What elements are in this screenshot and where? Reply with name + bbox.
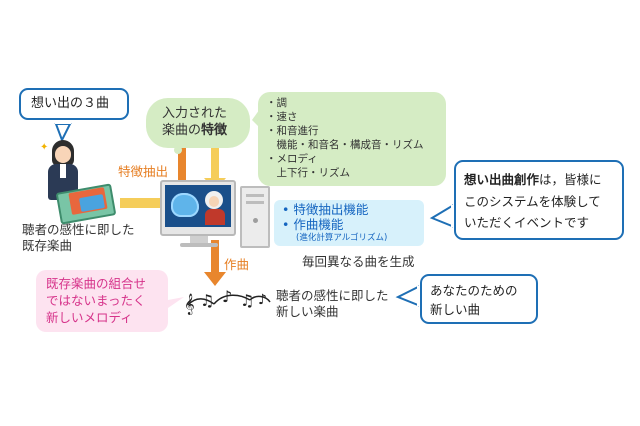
event-bold: 想い出曲創作 [464,172,540,187]
svg-text:♪: ♪ [222,287,232,306]
event-line1-rest: は，皆様に [539,172,602,187]
svg-text:𝄞: 𝄞 [184,294,195,315]
output-label-line2: 新しい楽曲 [276,304,339,319]
event-callout-tail-mask [451,205,456,227]
event-line3: いただくイベントです [464,215,590,230]
composer-face [209,196,219,207]
svg-text:♪: ♪ [258,292,267,308]
output-label-line1: 聴者の感性に即した [276,288,389,303]
feature-item: ・和音進行 [266,125,319,137]
three-songs-text: 想い出の３曲 [31,96,110,111]
feature-item: ・メロディ [266,153,318,165]
listener-illustration: ✦ [40,138,122,225]
three-songs-callout: 想い出の３曲 [19,88,129,120]
compose-arrow [204,240,226,286]
shirt-shape [60,164,66,178]
function-label: 特徴抽出機能 [293,202,369,217]
pink-box-tail [168,297,184,308]
monitor-stand [190,236,208,244]
feature-item: ・調 [266,97,287,109]
function-label: 作曲機能 [293,217,344,232]
pink-line3: 新しいメロディ [46,310,133,325]
pink-line1: 既存楽曲の組合せ [46,276,147,291]
listener-label-line2: 既存楽曲 [22,238,73,253]
feature-down-arrow [204,144,226,191]
pink-line2: ではないまったく [46,293,146,308]
music-notes-icon: 𝄞 ♫ ♪ ♫ ♪ [184,287,271,315]
monitor-base [180,243,218,247]
listener-label-line1: 聴者の感性に即した [22,222,135,237]
feature-item: 機能・和音名・構成音・リズム [266,139,424,151]
newsong-callout-tail-mask [417,286,422,306]
new-melody-box: 既存楽曲の組合せ ではないまったく 新しいメロディ [36,270,168,332]
cloud-line2: 楽曲の特徴 [162,123,227,139]
composer-coat [205,209,225,225]
event-callout-tail [429,204,453,228]
features-list: ・調 ・速さ ・和音進行 機能・和音名・構成音・リズム ・メロディ 上下行・リズ… [266,96,424,180]
new-song-callout: あなたのための 新しい曲 [420,274,538,324]
sparkle-icon: ✦ [40,142,49,153]
feature-item: 上下行・リズム [266,167,350,179]
pc-tower [240,186,270,248]
drive-bay [246,194,264,197]
functions-box: • 特徴抽出機能 • 作曲機能 (進化計算アルゴリズム) [274,200,424,246]
new-song-line2: 新しい曲 [430,302,481,317]
power-button-icon [253,218,258,223]
extract-label: 特徴抽出 [118,164,169,179]
features-cloud: 入力された 楽曲の特徴 [146,98,250,148]
feature-item: ・速さ [266,111,298,123]
event-callout: 想い出曲創作は，皆様に このシステムを体験して いただくイベントです [454,160,624,240]
cloud-puff [174,146,182,154]
callout-tail-mask [55,118,71,124]
function-item-2: • 作曲機能 [282,217,344,232]
svg-text:♫: ♫ [240,291,254,310]
drive-bay [246,201,264,204]
event-line2: このシステムを体験して [464,194,601,209]
function-item-1: • 特徴抽出機能 [282,202,369,217]
cloud-line1: 入力された [162,106,228,121]
features-list-box: ・調 ・速さ ・和音進行 機能・和音名・構成音・リズム ・メロディ 上下行・リズ… [258,92,446,186]
function-note: (進化計算アルゴリズム) [296,233,388,243]
event-line1: 想い出曲創作は，皆様に [464,170,602,190]
compose-label: 作曲 [224,257,250,272]
svg-text:♫: ♫ [200,291,214,310]
face-shape [55,146,71,163]
newsong-callout-tail [395,285,419,307]
cloud-line2-pre: 楽曲の [162,123,202,138]
monitor [160,180,236,236]
monitor-screen [165,185,231,227]
each-time-label: 毎回異なる曲を生成 [302,254,415,269]
new-song-line1: あなたのための [430,283,518,298]
brain-icon [171,193,199,217]
cloud-line2-bold: 特徴 [201,123,228,138]
